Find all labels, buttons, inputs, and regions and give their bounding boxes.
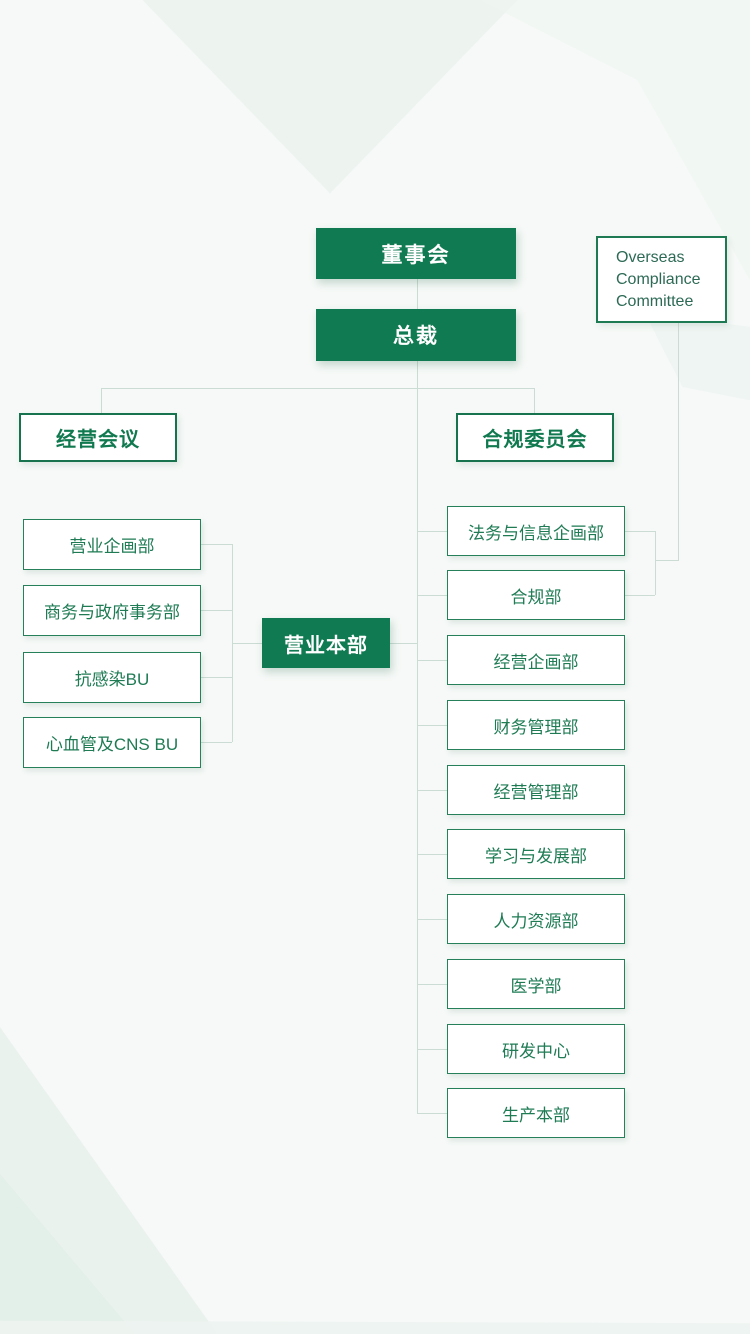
connector-left-stub-1 <box>201 544 232 545</box>
connector-left-stub-4 <box>201 742 232 743</box>
connector-right-stub-9 <box>417 1049 447 1050</box>
connector-overseas-link <box>655 560 679 561</box>
connector-left-stub-3 <box>201 677 232 678</box>
connector-splitter <box>101 388 534 389</box>
node-right-dept-biz-planning: 经营企画部 <box>447 635 625 685</box>
connector-stub-legal <box>625 531 655 532</box>
node-left-dept-anti-infection-bu: 抗感染BU <box>23 652 201 703</box>
node-right-dept-compliance: 合规部 <box>447 570 625 620</box>
connector-right-stub-4 <box>417 725 447 726</box>
node-overseas-compliance-committee: Overseas Compliance Committee <box>596 236 727 323</box>
node-left-dept-sales-planning: 营业企画部 <box>23 519 201 570</box>
connector-right-stub-7 <box>417 919 447 920</box>
node-sales-hq: 营业本部 <box>262 618 390 668</box>
node-right-dept-medical: 医学部 <box>447 959 625 1009</box>
connector-right-stub-10 <box>417 1113 447 1114</box>
connector-right-stub-6 <box>417 854 447 855</box>
connector-overseas-drop <box>678 323 679 561</box>
node-left-dept-cardio-cns-bu: 心血管及CNS BU <box>23 717 201 768</box>
node-left-dept-commerce-gov: 商务与政府事务部 <box>23 585 201 636</box>
node-right-dept-biz-management: 经营管理部 <box>447 765 625 815</box>
connector-drop-meeting <box>101 388 102 413</box>
node-right-dept-production-hq: 生产本部 <box>447 1088 625 1138</box>
node-right-dept-legal-info: 法务与信息企画部 <box>447 506 625 556</box>
connector-right-stub-5 <box>417 790 447 791</box>
connector-bracket-saleshq <box>232 643 262 644</box>
connector-drop-compliance <box>534 388 535 413</box>
connector-overseas-bracket <box>655 531 656 595</box>
connector-left-stub-2 <box>201 610 232 611</box>
connector-board-president <box>417 279 418 309</box>
node-right-dept-learning-dev: 学习与发展部 <box>447 829 625 879</box>
node-management-meeting: 经营会议 <box>19 413 177 462</box>
connector-right-stub-3 <box>417 660 447 661</box>
node-right-dept-finance: 财务管理部 <box>447 700 625 750</box>
connector-right-stub-2 <box>417 595 447 596</box>
node-board: 董事会 <box>316 228 516 279</box>
node-right-dept-hr: 人力资源部 <box>447 894 625 944</box>
node-right-dept-rnd-center: 研发中心 <box>447 1024 625 1074</box>
connector-main-trunk <box>417 361 418 1114</box>
connector-saleshq-trunk <box>390 643 417 644</box>
node-president: 总裁 <box>316 309 516 361</box>
connector-right-stub-8 <box>417 984 447 985</box>
connector-stub-compliance-dept <box>625 595 655 596</box>
connector-right-stub-1 <box>417 531 447 532</box>
node-compliance-committee: 合规委员会 <box>456 413 614 462</box>
